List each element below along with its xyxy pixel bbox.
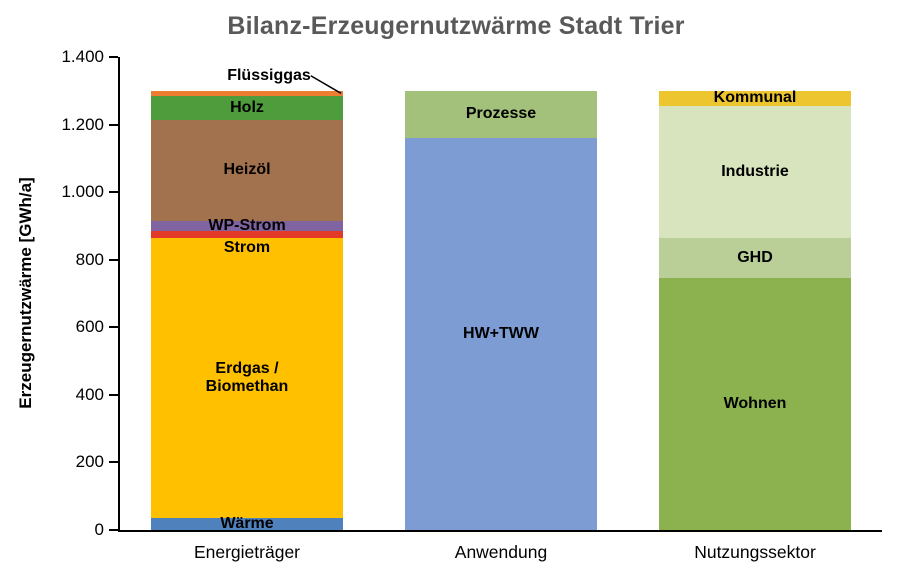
segment-ghd: GHD bbox=[659, 237, 851, 279]
y-tick-mark bbox=[109, 461, 118, 464]
y-tick-mark bbox=[109, 393, 118, 396]
segment-label-wohnen: Wohnen bbox=[723, 395, 787, 413]
segment-prozesse: Prozesse bbox=[405, 90, 597, 139]
y-axis-title: Erzeugernutzwärme [GWh/a] bbox=[16, 177, 35, 409]
segment-label-hw-tww: HW+TWW bbox=[463, 325, 539, 343]
segment-label-holz: Holz bbox=[230, 98, 264, 116]
bar-nutzungssektor: Wohnen GHD Industrie Kommunal bbox=[659, 57, 851, 530]
y-tick-mark bbox=[109, 326, 118, 329]
x-category-label-anwendung: Anwendung bbox=[454, 542, 548, 562]
segment-fluessiggas bbox=[151, 90, 343, 96]
segment-label-fluessiggas: Flüssiggas bbox=[227, 66, 311, 84]
segment-holz: Holz bbox=[151, 95, 343, 120]
segment-label-prozesse: Prozesse bbox=[465, 105, 537, 123]
segment-strom: Strom bbox=[151, 231, 343, 256]
y-tick-mark bbox=[109, 529, 118, 531]
y-tick-label: 600 bbox=[75, 317, 104, 337]
bar-anwendung: HW+TWW Prozesse bbox=[405, 57, 597, 530]
bar-energietraeger: Wärme Erdgas / Biomethan Strom WP-Strom Heiz… bbox=[151, 57, 343, 533]
y-tick-mark bbox=[109, 56, 118, 58]
segment-label-heizoel: Heizöl bbox=[223, 161, 271, 179]
y-tick-label: 800 bbox=[75, 249, 104, 269]
y-tick-mark bbox=[109, 191, 118, 194]
segment-wohnen: Wohnen bbox=[659, 278, 851, 530]
segment-heizoel: Heizöl bbox=[151, 119, 343, 221]
segment-label-waerme: Wärme bbox=[220, 515, 274, 533]
segment-label-erdgas-biomethan: Erdgas / Biomethan bbox=[205, 360, 289, 395]
y-tick-label: 1.400 bbox=[61, 47, 104, 66]
y-tick-label: 1.000 bbox=[61, 182, 104, 202]
segment-industrie: Industrie bbox=[659, 106, 851, 238]
chart-title: Bilanz-Erzeugernutzwärme Stadt Trier bbox=[227, 12, 685, 40]
segment-label-ghd: GHD bbox=[737, 249, 773, 267]
y-tick-label: 1.200 bbox=[61, 114, 104, 134]
segment-label-wp-strom: WP-Strom bbox=[208, 217, 286, 235]
segment-kommunal: Kommunal bbox=[659, 89, 851, 107]
segment-label-industrie: Industrie bbox=[721, 162, 789, 180]
segment-label-kommunal: Kommunal bbox=[713, 89, 797, 107]
segment-erdgas-biomethan: Erdgas / Biomethan bbox=[151, 237, 343, 519]
segment-waerme: Wärme bbox=[151, 515, 343, 533]
segment-wp-strom: WP-Strom bbox=[151, 217, 343, 234]
x-category-label-energietraeger: Energieträger bbox=[193, 542, 301, 562]
y-tick-mark bbox=[109, 123, 118, 126]
y-tick-mark bbox=[109, 258, 118, 261]
x-category-label-nutzungssektor: Nutzungssektor bbox=[694, 542, 816, 562]
segment-hw-tww: HW+TWW bbox=[405, 138, 597, 530]
y-tick-label: 200 bbox=[75, 452, 104, 472]
y-tick-label: 0 bbox=[94, 520, 104, 539]
segment-label-strom: Strom bbox=[223, 238, 271, 256]
y-tick-label: 400 bbox=[75, 384, 104, 404]
